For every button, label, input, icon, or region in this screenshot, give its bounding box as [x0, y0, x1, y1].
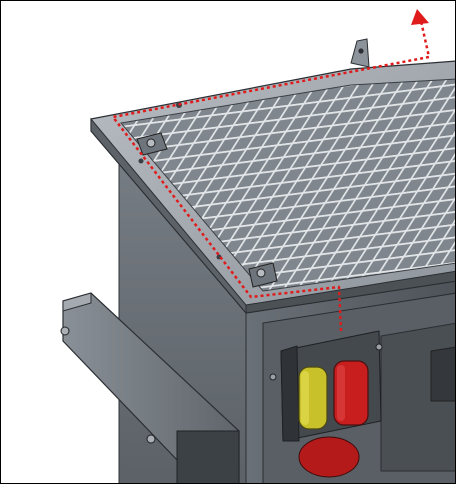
side-door-panel: [176, 430, 240, 483]
side-door-edge: [62, 292, 92, 312]
yellow-lamp: [298, 366, 328, 430]
corner-bracket-front-left: [248, 262, 278, 288]
mounting-tab-hole: [358, 48, 364, 54]
door-screw: [146, 434, 156, 444]
red-lamp-lower: [298, 436, 360, 478]
housing-screw: [269, 373, 277, 381]
housing-screw: [375, 343, 383, 351]
cable-route-arrowhead: [411, 9, 429, 25]
lid-fastener: [138, 158, 144, 164]
grate-mesh: [120, 78, 455, 292]
red-lamp: [333, 360, 369, 426]
door-screw: [60, 326, 70, 336]
lid-frame-front-edge: [245, 270, 455, 314]
panel-cutout: [430, 346, 455, 402]
cable-route-path: [111, 20, 431, 332]
corner-bracket-back-left: [136, 132, 168, 156]
